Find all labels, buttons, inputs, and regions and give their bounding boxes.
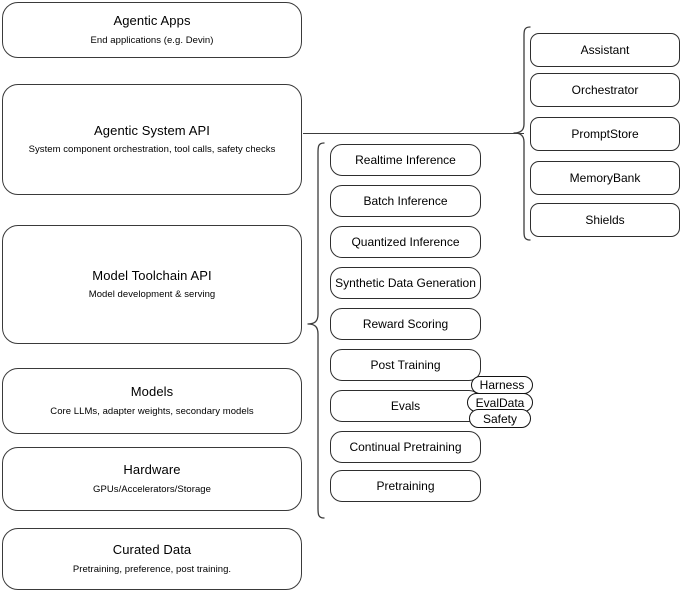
component-label: Assistant [580, 42, 630, 57]
capability-post-training[interactable]: Post Training [330, 349, 481, 381]
capability-evals[interactable]: Evals [330, 390, 481, 422]
layer-agentic-system-api[interactable]: Agentic System API System component orch… [2, 84, 302, 195]
capability-label: Synthetic Data Generation [335, 275, 476, 290]
component-label: PromptStore [571, 126, 639, 141]
layer-hardware[interactable]: Hardware GPUs/Accelerators/Storage [2, 447, 302, 511]
layer-subtitle: Core LLMs, adapter weights, secondary mo… [50, 405, 254, 417]
component-assistant[interactable]: Assistant [530, 33, 680, 67]
layer-title: Agentic Apps [113, 13, 191, 29]
layer-curated-data[interactable]: Curated Data Pretraining, preference, po… [2, 528, 302, 590]
connector-agentic-system-line [303, 133, 524, 134]
layer-models[interactable]: Models Core LLMs, adapter weights, secon… [2, 368, 302, 434]
capability-quantized-inference[interactable]: Quantized Inference [330, 226, 481, 258]
component-label: Shields [585, 212, 625, 227]
capability-label: Evals [390, 398, 421, 413]
layer-model-toolchain-api[interactable]: Model Toolchain API Model development & … [2, 225, 302, 344]
layer-title: Hardware [123, 462, 181, 478]
layer-title: Models [130, 384, 174, 400]
pill-label: Safety [482, 411, 518, 426]
component-label: MemoryBank [569, 170, 641, 185]
capability-label: Continual Pretraining [349, 439, 462, 454]
layer-subtitle: System component orchestration, tool cal… [28, 144, 276, 156]
component-memorybank[interactable]: MemoryBank [530, 161, 680, 195]
layer-subtitle: End applications (e.g. Devin) [90, 34, 214, 46]
capability-realtime-inference[interactable]: Realtime Inference [330, 144, 481, 176]
component-promptstore[interactable]: PromptStore [530, 117, 680, 151]
bracket-toolchain-capabilities [307, 142, 325, 519]
layer-subtitle: Model development & serving [88, 289, 216, 301]
capability-reward-scoring[interactable]: Reward Scoring [330, 308, 481, 340]
bracket-agentic-components [513, 26, 531, 241]
pill-harness[interactable]: Harness [471, 376, 533, 394]
capability-label: Reward Scoring [362, 316, 449, 331]
layer-agentic-apps[interactable]: Agentic Apps End applications (e.g. Devi… [2, 2, 302, 58]
capability-continual-pretraining[interactable]: Continual Pretraining [330, 431, 481, 463]
capability-label: Post Training [370, 357, 441, 372]
layer-title: Agentic System API [94, 122, 210, 138]
capability-synthetic-data-generation[interactable]: Synthetic Data Generation [330, 267, 481, 299]
layer-subtitle: GPUs/Accelerators/Storage [93, 483, 211, 495]
capability-batch-inference[interactable]: Batch Inference [330, 185, 481, 217]
capability-label: Realtime Inference [355, 152, 456, 167]
pill-label: Harness [479, 378, 525, 392]
layer-title: Curated Data [112, 542, 192, 558]
capability-label: Quantized Inference [351, 234, 460, 249]
component-shields[interactable]: Shields [530, 203, 680, 237]
capability-pretraining[interactable]: Pretraining [330, 470, 481, 502]
pill-label: EvalData [475, 395, 525, 410]
component-orchestrator[interactable]: Orchestrator [530, 73, 680, 107]
layer-title: Model Toolchain API [92, 267, 212, 283]
pill-safety[interactable]: Safety [469, 409, 531, 428]
capability-label: Batch Inference [363, 193, 448, 208]
capability-label: Pretraining [376, 478, 435, 493]
component-label: Orchestrator [571, 82, 639, 97]
layer-subtitle: Pretraining, preference, post training. [72, 563, 232, 575]
